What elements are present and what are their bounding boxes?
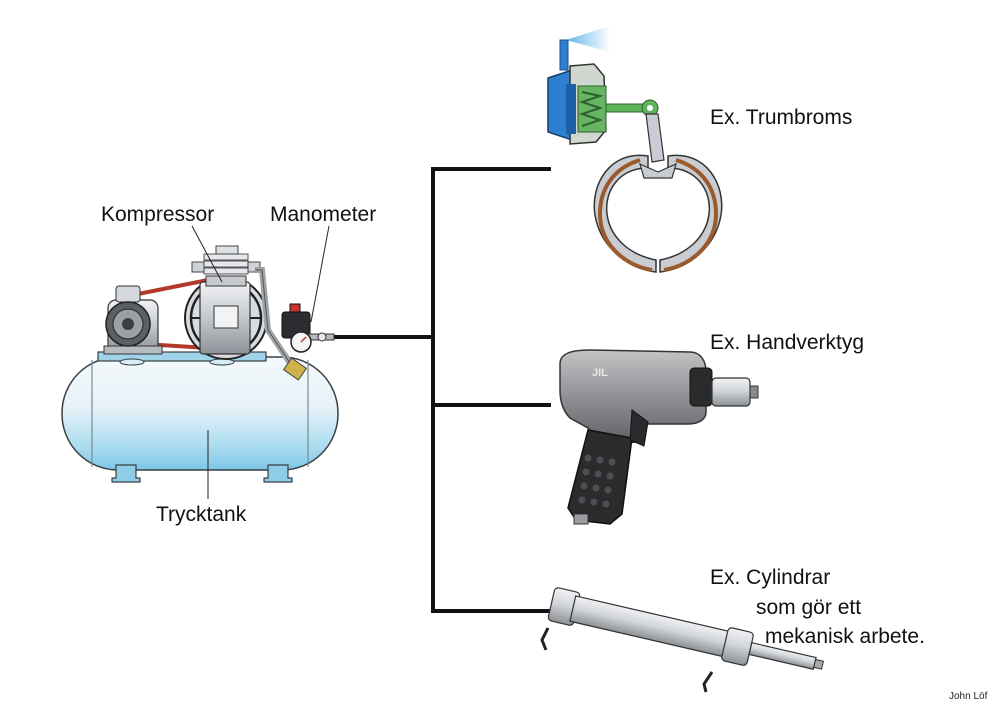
label-cylindrar-line2: som gör ett bbox=[756, 596, 862, 619]
drum-brake-illustration bbox=[547, 26, 723, 273]
compressor-block bbox=[191, 245, 308, 381]
label-trycktank: Trycktank bbox=[156, 503, 247, 526]
leader-lines bbox=[191, 225, 330, 499]
credit-text: John Löf bbox=[949, 691, 988, 702]
label-manometer: Manometer bbox=[270, 203, 377, 226]
label-cylindrar-line1: Ex. Cylindrar bbox=[710, 566, 831, 589]
pressure-tank bbox=[61, 351, 339, 483]
label-trumbroms: Ex. Trumbroms bbox=[710, 106, 853, 129]
connection-lines bbox=[331, 167, 551, 613]
label-kompressor: Kompressor bbox=[101, 203, 215, 226]
electric-motor bbox=[103, 285, 163, 355]
pneumatic-cylinder-illustration bbox=[540, 587, 824, 693]
label-cylindrar-line3: mekanisk arbete. bbox=[765, 625, 925, 648]
manometer-gauge bbox=[290, 331, 327, 353]
compressor-unit bbox=[61, 225, 339, 499]
label-handverktyg: Ex. Handverktyg bbox=[710, 331, 865, 354]
tool-brand-text: JIL bbox=[592, 367, 608, 379]
impact-wrench-illustration: JIL bbox=[559, 349, 759, 525]
